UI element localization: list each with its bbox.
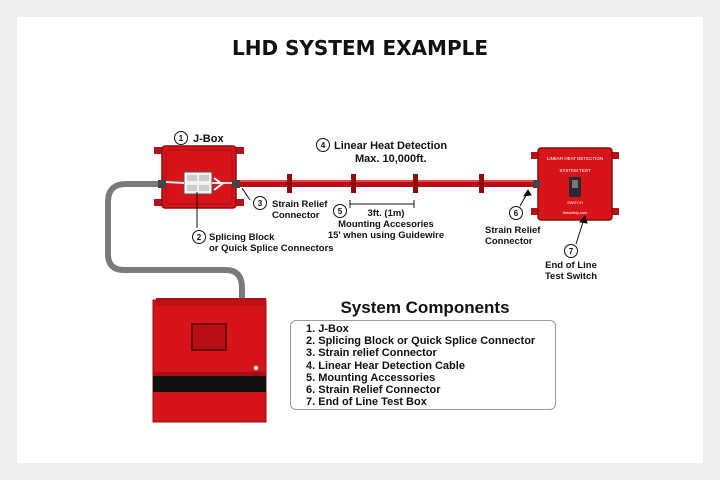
callout-2-marker [192, 230, 206, 244]
component-item: 2. Splicing Block or Quick Splice Connec… [306, 335, 536, 348]
cable-highlight [238, 180, 538, 182]
callout-7-marker [564, 244, 578, 258]
callout-3-label-line2: Connector [272, 210, 320, 221]
component-item: 7. End of Line Test Box [306, 396, 427, 409]
callout-1-num: 1 [179, 134, 184, 143]
callout-markers [174, 131, 578, 258]
callout-5-num: 5 [338, 207, 343, 216]
callout-3-num: 3 [258, 199, 263, 208]
callout-5-label-line1: 3ft. (1m) [368, 208, 405, 219]
components-title: System Components [340, 298, 510, 317]
callout-7-label-line1: End of Line [545, 260, 597, 271]
component-item: 5. Mounting Accessories [306, 371, 436, 384]
components-list: 1. J-Box 2. Splicing Block or Quick Spli… [306, 323, 535, 408]
callout-2-num: 2 [197, 233, 202, 242]
callout-pointers [196, 187, 588, 245]
callout-2-label-line1: Splicing Block [209, 232, 275, 243]
callout-1-label: J-Box [193, 133, 224, 145]
panel-band [153, 376, 266, 392]
callout-3-marker [253, 196, 267, 210]
callout-6-label-line2: Connector [485, 236, 533, 247]
test-box-switch: SWITCH [567, 200, 583, 205]
test-box-label: LINEAR HEAT DETECTION [547, 156, 603, 161]
mounting-clips [287, 174, 484, 193]
component-item: 1. J-Box [306, 323, 349, 335]
test-box-sub: SYSTEM TEST [559, 168, 590, 173]
callout-6-label-line1: Strain Relief [485, 225, 541, 236]
component-item: 3. Strain relief Connector [306, 347, 437, 360]
gray-cable [105, 181, 245, 303]
heat-detection-cable [238, 180, 538, 187]
callout-5-marker [333, 204, 347, 218]
callout-4-label-line2: Max. 10,000ft. [355, 153, 427, 165]
callout-4-marker [316, 138, 330, 152]
callout-5-label-line2: Mounting Accesories [338, 219, 434, 230]
callout-5-label-line3: 15' when using Guidewire [328, 230, 444, 241]
component-item: 6. Strain Relief Connector [306, 384, 441, 397]
callout-6-num: 6 [514, 209, 519, 218]
callout-6-marker [509, 206, 523, 220]
callout-7-label-line2: Test Switch [545, 271, 597, 282]
callout-7-num: 7 [569, 247, 574, 256]
callout-1-marker [174, 131, 188, 145]
callout-3-label-line1: Strain Relief [272, 199, 328, 210]
page-title: LHD SYSTEM EXAMPLE [231, 36, 489, 60]
components-box [290, 320, 556, 410]
control-panel [152, 298, 267, 423]
component-item: 4. Linear Hear Detection Cable [306, 359, 465, 372]
test-box-website: firesafety.com [563, 210, 588, 215]
callout-2-label-line2: or Quick Splice Connectors [209, 243, 334, 254]
j-box [154, 145, 244, 209]
callout-4-num: 4 [321, 141, 326, 150]
end-of-line-test-box: LINEAR HEAT DETECTION SYSTEM TEST SWITCH… [531, 147, 619, 221]
callout-4-label-line1: Linear Heat Detection [334, 140, 447, 152]
